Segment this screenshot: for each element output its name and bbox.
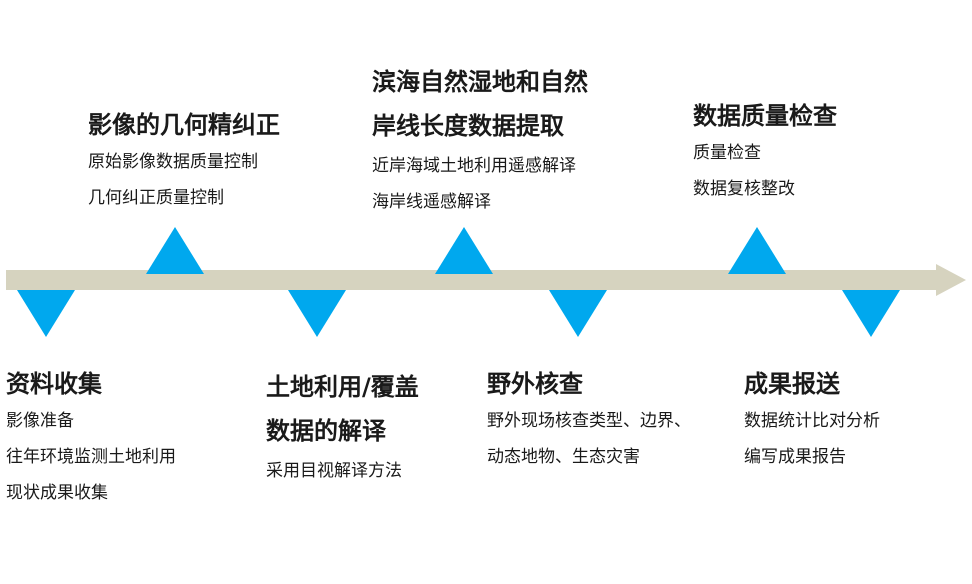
step-2-block: 影像的几何精纠正 原始影像数据质量控制 几何纠正质量控制 — [88, 106, 280, 216]
step-7-marker-icon — [842, 290, 900, 337]
step-3-item: 采用目视解译方法 — [266, 461, 402, 481]
step-1-item: 影像准备 — [6, 411, 74, 431]
step-2-item: 原始影像数据质量控制 — [88, 152, 258, 172]
step-3-block: 土地利用/覆盖 数据的解译 采用目视解译方法 — [266, 365, 419, 489]
step-4-item: 近岸海域土地利用遥感解译 — [372, 156, 576, 176]
step-7-title: 成果报送 — [744, 370, 840, 398]
axis-bar — [6, 270, 942, 290]
step-3-title: 数据的解译 — [266, 417, 386, 445]
step-1-title: 资料收集 — [6, 370, 102, 398]
step-6-marker-icon — [728, 227, 786, 274]
step-7-item: 编写成果报告 — [744, 447, 846, 467]
step-2-marker-icon — [146, 227, 204, 274]
step-1-item: 往年环境监测土地利用 — [6, 447, 176, 467]
step-3-marker-icon — [288, 290, 346, 337]
step-4-title: 滨海自然湿地和自然 — [372, 68, 588, 96]
axis-arrowhead — [936, 264, 966, 296]
step-5-item: 野外现场核查类型、边界、 — [487, 411, 691, 431]
step-3-title: 土地利用/覆盖 — [266, 373, 419, 401]
step-6-item: 质量检查 — [693, 143, 761, 163]
step-5-item: 动态地物、生态灾害 — [487, 447, 640, 467]
step-5-title: 野外核查 — [487, 370, 583, 398]
step-6-item: 数据复核整改 — [693, 179, 795, 199]
step-2-item: 几何纠正质量控制 — [88, 188, 224, 208]
step-7-item: 数据统计比对分析 — [744, 411, 880, 431]
step-1-block: 资料收集 影像准备 往年环境监测土地利用 现状成果收集 — [6, 365, 176, 511]
step-4-block: 滨海自然湿地和自然 岸线长度数据提取 近岸海域土地利用遥感解译 海岸线遥感解译 — [372, 60, 588, 220]
step-1-marker-icon — [17, 290, 75, 337]
step-5-marker-icon — [549, 290, 607, 337]
step-6-block: 数据质量检查 质量检查 数据复核整改 — [693, 97, 837, 207]
step-4-item: 海岸线遥感解译 — [372, 192, 491, 212]
step-1-item: 现状成果收集 — [6, 483, 108, 503]
step-6-title: 数据质量检查 — [693, 102, 837, 130]
step-2-title: 影像的几何精纠正 — [88, 111, 280, 139]
step-5-block: 野外核查 野外现场核查类型、边界、 动态地物、生态灾害 — [487, 365, 691, 475]
step-7-block: 成果报送 数据统计比对分析 编写成果报告 — [744, 365, 880, 475]
step-4-marker-icon — [435, 227, 493, 274]
step-4-title: 岸线长度数据提取 — [372, 112, 564, 140]
